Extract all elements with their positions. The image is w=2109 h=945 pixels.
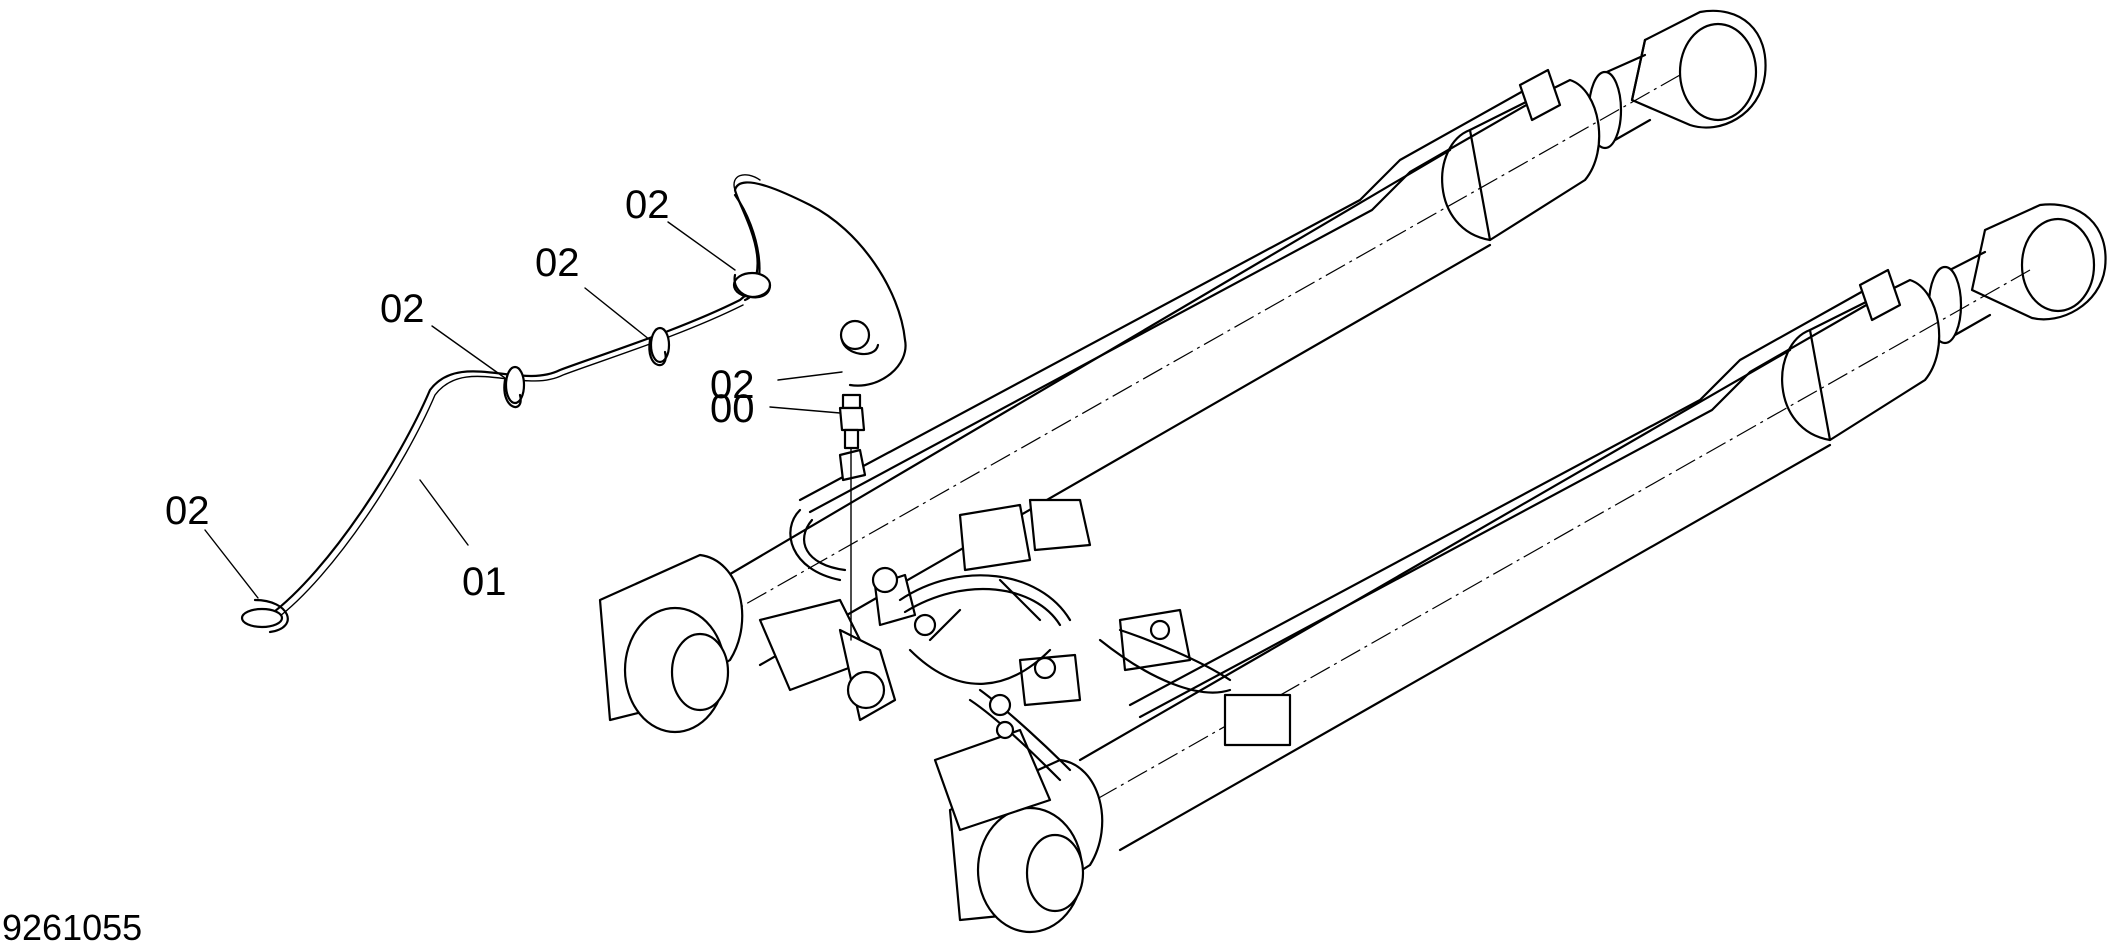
valve-assembly [758,448,1232,832]
wire-harness [240,174,907,634]
pressure-switch [838,393,866,641]
callout-label: 02 [710,363,755,407]
callout-label: 02 [380,287,425,331]
callout-label: 02 [625,183,670,227]
cylinder-lower [948,203,2107,934]
callout-label: 02 [535,241,580,285]
cylinder-upper [598,9,1767,734]
callout-label: 02 [165,489,210,533]
callout-label-01: 01 [462,560,507,604]
leader-lines [204,221,843,599]
figure-number: 9261055 [2,907,142,945]
callout-label-00: 00 [710,387,755,431]
